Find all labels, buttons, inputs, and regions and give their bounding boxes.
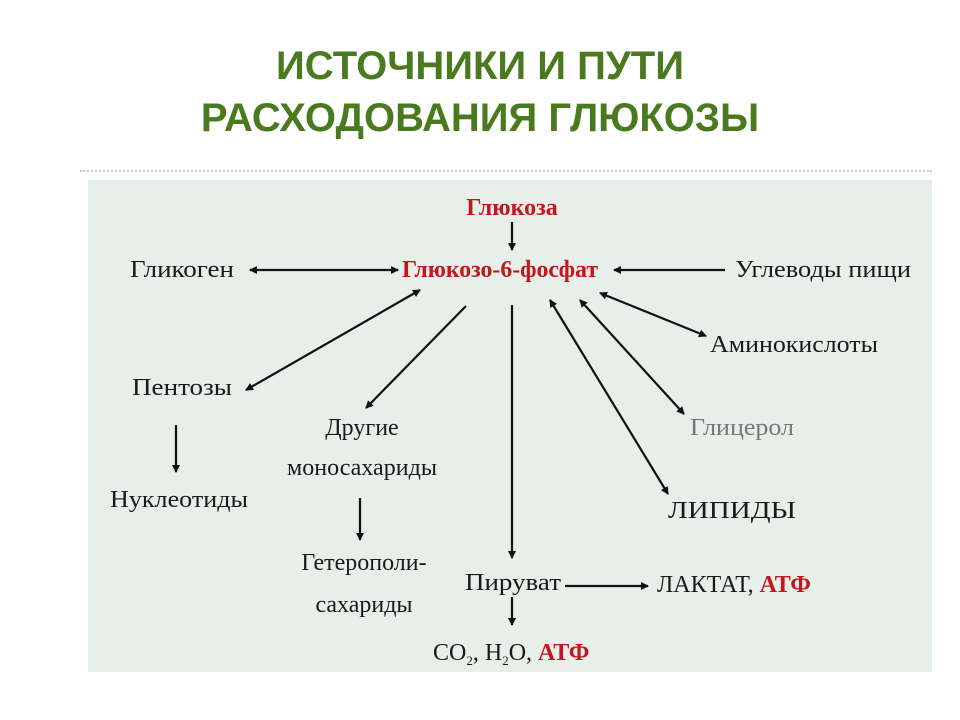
node-heteropolysaccharides-line1: Гетерополи- <box>301 550 426 576</box>
node-pyruvate: Пируват <box>465 570 562 596</box>
diagram-panel <box>88 180 932 672</box>
co2-subscript: 2 <box>466 653 473 668</box>
co2-label: CO <box>433 640 466 666</box>
node-lipids: ЛИПИДЫ <box>668 498 796 524</box>
slide-title: ИСТОЧНИКИ И ПУТИ РАСХОДОВАНИЯ ГЛЮКОЗЫ <box>0 40 960 144</box>
node-glycerol: Глицерол <box>690 415 794 441</box>
h2o-label-end: O, <box>509 640 538 666</box>
atp-label: АТФ <box>538 640 589 666</box>
h2o-subscript: 2 <box>502 653 509 668</box>
node-heteropolysaccharides-line2: сахариды <box>315 592 412 618</box>
node-glucose-6-phosphate: Глюкозо-6-фосфат <box>402 257 598 283</box>
node-glucose: Глюкоза <box>466 195 558 221</box>
h2o-label: , H <box>473 640 502 666</box>
node-pentoses: Пентозы <box>132 375 232 401</box>
arrow-g6p-lipids <box>549 299 669 495</box>
node-co2-h2o-atp: CO2, H2O, АТФ <box>433 640 589 668</box>
node-other-monosaccharides-line1: Другие <box>325 415 398 441</box>
lactate-label: ЛАКТАТ, <box>657 572 760 598</box>
title-line-2: РАСХОДОВАНИЯ ГЛЮКОЗЫ <box>200 96 760 140</box>
node-lactate-atp: ЛАКТАТ, АТФ <box>657 572 811 598</box>
title-line-1: ИСТОЧНИКИ И ПУТИ <box>276 44 684 88</box>
dotted-divider <box>80 170 932 172</box>
arrow-g6p-monosaccharides <box>365 305 467 409</box>
node-nucleotides: Нуклеотиды <box>110 487 248 513</box>
atp-label: АТФ <box>760 572 811 598</box>
arrow-g6p-pentoses <box>245 289 421 391</box>
node-amino-acids: Аминокислоты <box>710 332 878 358</box>
node-glycogen: Гликоген <box>130 257 234 283</box>
node-food-carbohydrates: Углеводы пищи <box>735 257 911 283</box>
node-other-monosaccharides-line2: моносахариды <box>287 455 437 481</box>
